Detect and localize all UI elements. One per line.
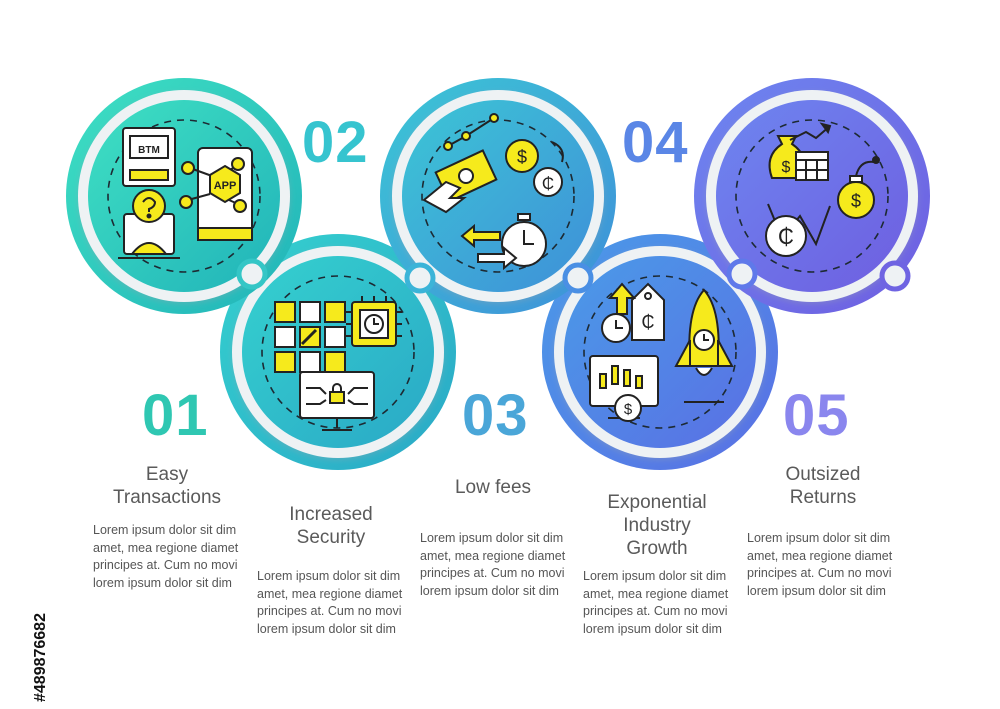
step-title-04: Exponential Industry Growth <box>607 492 707 559</box>
step-text-05: Lorem ipsum dolor sit dim amet, mea regi… <box>747 531 893 598</box>
rocket-icon <box>674 288 734 403</box>
step-number-03: 03 <box>462 383 529 448</box>
step-text-04: Lorem ipsum dolor sit dim amet, mea regi… <box>583 569 729 636</box>
step-text-01: Lorem ipsum dolor sit dim amet, mea regi… <box>93 523 239 590</box>
secure-monitor-icon <box>299 371 375 431</box>
exchange-arrows-icon <box>460 223 518 271</box>
stock-watermark: #489876682 <box>8 470 49 702</box>
step-text-03: Lorem ipsum dolor sit dim amet, mea regi… <box>420 531 566 598</box>
help-user-icon <box>118 189 180 259</box>
step-title-05: Outsized Returns <box>785 464 861 508</box>
connector-dots <box>236 258 911 294</box>
app-label: APP <box>214 180 237 192</box>
btm-machine-icon: BTM <box>122 127 176 187</box>
step-number-01: 01 <box>142 383 209 448</box>
app-network-icon: APP <box>179 147 253 241</box>
cedi-coin-icon: ₵ <box>533 167 563 197</box>
step-title-01: Easy Transactions <box>112 464 222 508</box>
svg-text:₵: ₵ <box>542 174 554 193</box>
blockchain-icon <box>274 301 346 373</box>
dollar-bomb-icon: $ <box>837 156 880 219</box>
btm-label: BTM <box>138 145 160 156</box>
step-number-05: 05 <box>783 383 850 448</box>
money-hand-icon <box>422 113 499 214</box>
svg-text:$: $ <box>782 159 791 176</box>
step-number-04: 04 <box>622 110 689 175</box>
cedi-coin-icon: ₵ <box>765 203 831 257</box>
svg-text:$: $ <box>624 401 633 418</box>
svg-text:$: $ <box>851 191 861 211</box>
trading-monitor-icon: $ <box>589 355 659 422</box>
clock-icon <box>601 313 631 343</box>
calendar-icon <box>795 151 829 181</box>
svg-text:₵: ₵ <box>778 224 794 249</box>
svg-text:₵: ₵ <box>642 312 655 332</box>
step-title-03: Low fees <box>454 477 532 498</box>
step-text-02: Lorem ipsum dolor sit dim amet, mea regi… <box>257 569 403 636</box>
step-number-02: 02 <box>302 110 369 175</box>
stock-id-text: #489876682 <box>32 613 49 702</box>
chip-timer-icon <box>346 296 402 347</box>
step-title-02: Increased Security <box>289 504 373 548</box>
circle-step-5 <box>694 78 930 314</box>
dollar-coin-icon: $ <box>505 139 564 173</box>
svg-text:$: $ <box>517 147 527 167</box>
price-tag-icon: ₵ <box>607 282 665 341</box>
